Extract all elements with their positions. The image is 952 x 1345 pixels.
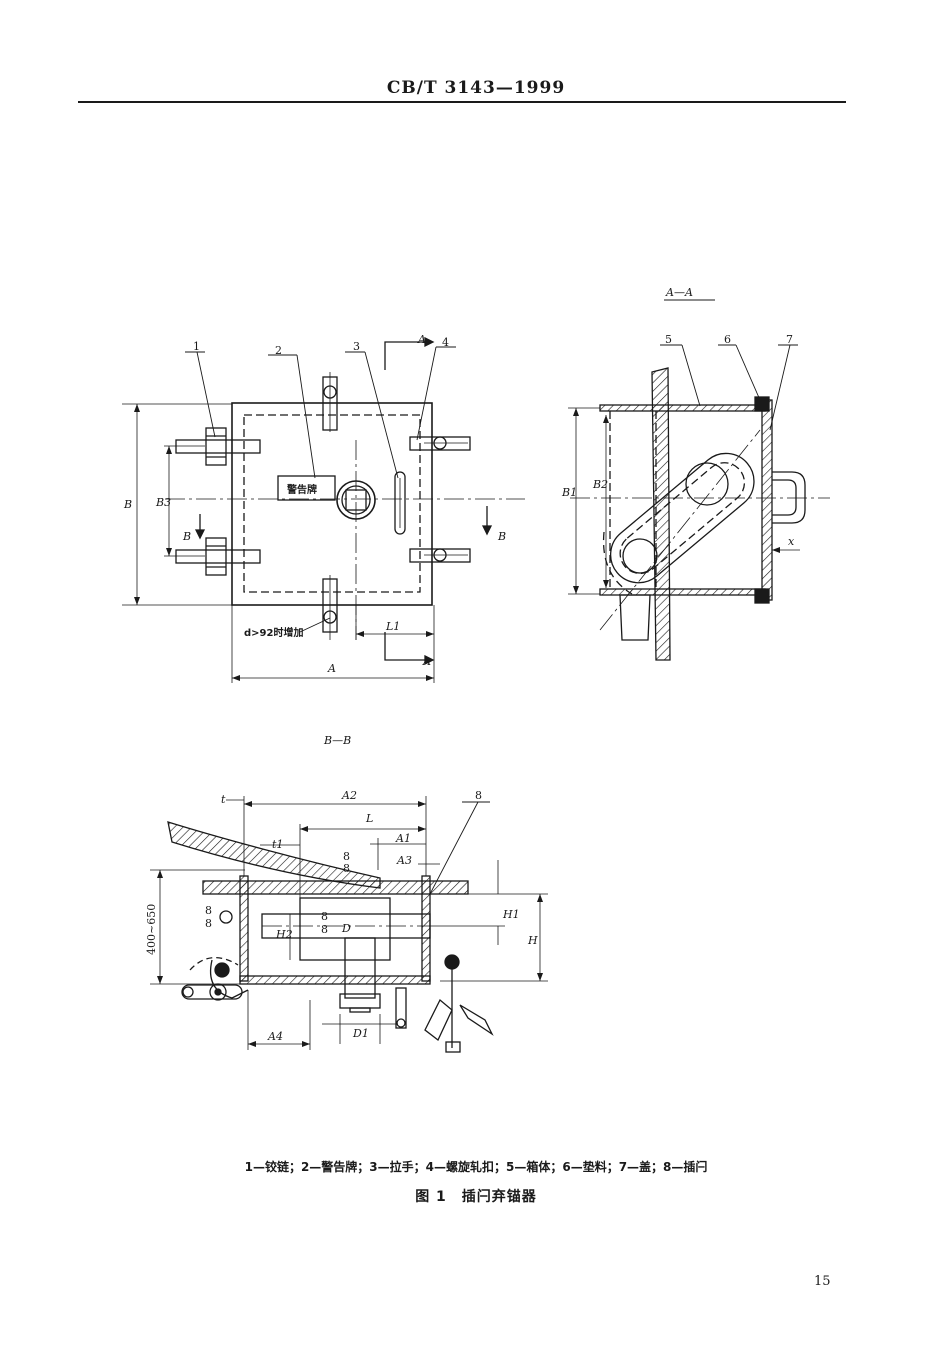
warning-plate [277,475,336,501]
section-b-b-label: B—B [323,734,351,747]
section-mark-b-right: B [497,530,506,543]
part-number-6: 6 [724,333,731,346]
part-number-8: 8 [475,789,482,802]
part-number-4: 4 [442,336,449,349]
figure-labels: A—A B—B 1 2 3 4 5 6 7 8 警告牌 d>92时增加 A A … [123,286,795,1043]
screw-clamp-bottom [322,575,338,640]
fit-numerator: 8 [343,850,350,863]
dim-a3: A3 [396,854,412,867]
fit-numerator-2: 8 [321,910,328,923]
fit-denominator: 8 [343,862,350,875]
section-mark-b-left: B [182,530,191,543]
section-b-b-view [150,796,548,1053]
dim-a1: A1 [395,832,411,845]
section-a-a-view [568,299,830,661]
standard-code: CB/T 3143—1999 [386,78,566,98]
dim-a: A [327,662,336,675]
screw-clamp-right-bottom [409,548,471,563]
dim-b1: B1 [561,486,577,499]
hinge-bottom [175,537,261,576]
dim-b2: B2 [592,478,608,491]
part-number-2: 2 [275,344,282,357]
dim-h: H [527,934,538,947]
section-a-a-label: A—A [665,286,693,299]
dim-t: t [221,793,226,806]
fit-numerator-3: 8 [205,904,212,917]
dim-a4: A4 [267,1030,283,1043]
dim-t1: t1 [272,838,283,851]
front-view [122,336,525,683]
figure-caption: 图 1 插闩弃锚器 [415,1189,537,1205]
page-number: 15 [814,1274,831,1289]
screw-clamp-right-top [409,436,471,451]
dim-d: D [341,922,351,935]
header-rule [78,101,846,103]
part-number-5: 5 [665,333,672,346]
part-number-7: 7 [786,333,793,346]
dim-h1: H1 [502,908,520,921]
dim-a2: A2 [341,789,357,802]
fit-denominator-3: 8 [205,917,212,930]
hinge-top [175,427,261,466]
section-mark-a-top: A [417,333,426,346]
dim-l: L [365,812,373,825]
dim-l1: L1 [385,620,400,633]
part-number-3: 3 [353,340,360,353]
dim-b3: B3 [155,496,171,509]
screw-clamp-top [322,372,338,432]
note-text: d>92时增加 [244,626,303,639]
figure-legend: 1—铰链；2—警告牌；3—拉手；4—螺旋轧扣；5—箱体；6—垫料；7—盖；8—插… [244,1160,708,1174]
dim-h2: H2 [275,928,293,941]
dim-x: x [788,535,795,548]
dim-range: 400~650 [145,904,158,955]
dim-b: B [123,498,132,511]
section-mark-a-bottom: A [422,655,431,668]
warning-plate-text: 警告牌 [286,483,317,496]
part-number-1: 1 [193,340,200,353]
fit-denominator-2: 8 [321,923,328,936]
dim-d1: D1 [352,1027,369,1040]
